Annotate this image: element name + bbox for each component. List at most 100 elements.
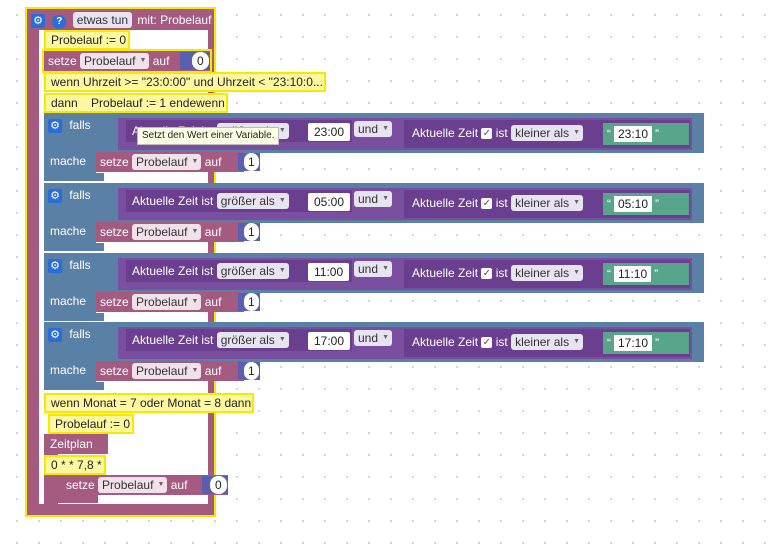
set-block-schedule[interactable]: setze Probelauf▼ auf 0 — [58, 475, 228, 495]
time-condition-line[interactable]: wenn Uhrzeit >= "23:0:00" und Uhrzeit < … — [44, 72, 326, 92]
time-from-value[interactable]: 11:00 — [308, 263, 350, 281]
gear-icon[interactable]: ⚙ — [48, 119, 62, 133]
operator-dropdown[interactable]: größer als▼ — [216, 332, 289, 348]
and-label[interactable]: und▼ — [354, 190, 393, 208]
dropdown-arrow-icon: ▼ — [139, 57, 147, 64]
checkbox-icon[interactable]: ✓ — [481, 128, 493, 140]
dropdown-arrow-icon: ▼ — [573, 129, 581, 136]
then-line[interactable]: dann Probelauf := 1 endewenn — [44, 93, 228, 113]
do-label: mache — [50, 363, 87, 377]
if-header: ⚙ falls — [48, 256, 91, 274]
and-dropdown[interactable]: und▼ — [354, 121, 393, 137]
reset-line[interactable]: Probelauf := 0 — [48, 414, 134, 434]
var-dropdown[interactable]: Probelauf▼ — [132, 154, 202, 170]
open-quote-icon: “ — [607, 197, 611, 211]
time-to-value[interactable]: 11:10 — [614, 266, 652, 282]
gear-icon[interactable]: ⚙ — [31, 14, 45, 28]
operator-dropdown[interactable]: kleiner als▼ — [511, 334, 584, 350]
dropdown-arrow-icon: ▼ — [191, 228, 199, 235]
function-name-field[interactable]: etwas tun — [72, 12, 133, 28]
set-block-1[interactable]: setze Probelauf▼ auf 0 — [42, 49, 212, 73]
value-number[interactable]: 0 — [210, 476, 227, 494]
var-dropdown[interactable]: Probelauf▼ — [132, 363, 202, 379]
is-label: ist — [495, 126, 508, 140]
gear-icon[interactable]: ⚙ — [48, 189, 62, 203]
var-dropdown[interactable]: Probelauf▼ — [98, 477, 168, 493]
set-label: setze — [48, 54, 77, 68]
do-label: mache — [50, 224, 87, 238]
value-number[interactable]: 1 — [244, 293, 259, 311]
set-block[interactable]: setze Probelauf▼ auf 1 — [96, 222, 260, 242]
function-block-spine — [27, 30, 39, 510]
time-to-value[interactable]: 05:10 — [614, 196, 653, 212]
open-quote-icon: “ — [607, 127, 611, 141]
if-label: falls — [69, 118, 91, 132]
value-number[interactable]: 1 — [244, 362, 259, 380]
month-condition-line[interactable]: wenn Monat = 7 oder Monat = 8 dann — [44, 393, 254, 413]
help-icon[interactable]: ? — [52, 15, 67, 29]
and-dropdown[interactable]: und▼ — [354, 330, 393, 346]
and-label[interactable]: und▼ — [354, 260, 393, 278]
and-dropdown[interactable]: und▼ — [354, 261, 393, 277]
set-block[interactable]: setze Probelauf▼ auf 1 — [96, 361, 260, 381]
operator-dropdown[interactable]: größer als▼ — [216, 193, 289, 209]
current-time-label: Aktuelle Zeit — [412, 126, 479, 140]
dropdown-arrow-icon: ▼ — [382, 195, 390, 202]
current-time-label: Aktuelle Zeit — [132, 333, 199, 347]
open-quote-icon: “ — [607, 336, 611, 350]
operator-dropdown[interactable]: kleiner als▼ — [511, 195, 584, 211]
set-block[interactable]: setze Probelauf▼ auf 1 — [96, 152, 260, 172]
var-dropdown[interactable]: Probelauf▼ — [132, 224, 202, 240]
compare-block-start[interactable]: Aktuelle Zeit ist größer als▼ 17:00 — [126, 329, 352, 351]
gear-icon[interactable]: ⚙ — [48, 328, 62, 342]
and-dropdown[interactable]: und▼ — [354, 191, 393, 207]
checkbox-icon[interactable]: ✓ — [481, 268, 493, 280]
compare-block-start[interactable]: Aktuelle Zeit ist größer als▼ 05:00 — [126, 190, 352, 212]
function-params: mit: Probelauf — [137, 13, 212, 27]
gear-icon[interactable]: ⚙ — [48, 259, 62, 273]
cron-field[interactable]: 0 * * 7,8 * — [44, 455, 106, 475]
compare-block-start[interactable]: Aktuelle Zeit ist größer als▼ 11:00 — [126, 260, 352, 282]
value-number[interactable]: 1 — [244, 153, 259, 171]
is-label: ist — [201, 333, 214, 347]
is-label: ist — [201, 194, 214, 208]
string-block[interactable]: “23:10” — [603, 123, 689, 145]
if-label: falls — [69, 327, 91, 341]
operator-dropdown[interactable]: größer als▼ — [216, 263, 289, 279]
time-from-value[interactable]: 23:00 — [308, 123, 351, 141]
schedule-bottom — [58, 495, 98, 503]
time-from-value[interactable]: 05:00 — [308, 193, 351, 211]
to-label: auf — [204, 155, 222, 169]
checkbox-icon[interactable]: ✓ — [481, 337, 493, 349]
dropdown-arrow-icon: ▼ — [157, 481, 165, 488]
string-block[interactable]: “11:10” — [603, 263, 689, 285]
function-header[interactable]: ⚙ ? etwas tun mit: Probelauf — [31, 11, 211, 29]
time-to-value[interactable]: 23:10 — [614, 126, 653, 142]
value-number[interactable]: 0 — [192, 52, 209, 70]
var-dropdown[interactable]: Probelauf▼ — [132, 294, 202, 310]
close-quote-icon: ” — [654, 267, 659, 281]
operator-dropdown[interactable]: kleiner als▼ — [511, 265, 584, 281]
time-from-value[interactable]: 17:00 — [308, 332, 351, 350]
dropdown-arrow-icon: ▼ — [191, 298, 199, 305]
time-to-value[interactable]: 17:10 — [614, 335, 653, 351]
init-line[interactable]: Probelauf := 0 — [44, 30, 130, 50]
dropdown-arrow-icon: ▼ — [278, 197, 286, 204]
value-number[interactable]: 1 — [244, 223, 259, 241]
checkbox-icon[interactable]: ✓ — [481, 198, 493, 210]
set-block[interactable]: setze Probelauf▼ auf 1 — [96, 292, 260, 312]
dropdown-arrow-icon: ▼ — [382, 125, 390, 132]
open-quote-icon: “ — [607, 267, 611, 281]
close-quote-icon: ” — [655, 336, 660, 350]
to-label: auf — [152, 54, 170, 68]
string-block[interactable]: “05:10” — [603, 193, 689, 215]
tooltip: Setzt den Wert einer Variable. — [137, 127, 280, 145]
if-block-bottom — [44, 313, 104, 321]
schedule-block[interactable] — [44, 434, 108, 454]
operator-dropdown[interactable]: kleiner als▼ — [511, 125, 584, 141]
and-label[interactable]: und▼ — [354, 329, 393, 347]
set-label: setze — [100, 295, 129, 309]
and-label[interactable]: und▼ — [354, 120, 393, 138]
var-dropdown[interactable]: Probelauf▼ — [80, 53, 150, 69]
string-block[interactable]: “17:10” — [603, 332, 689, 354]
